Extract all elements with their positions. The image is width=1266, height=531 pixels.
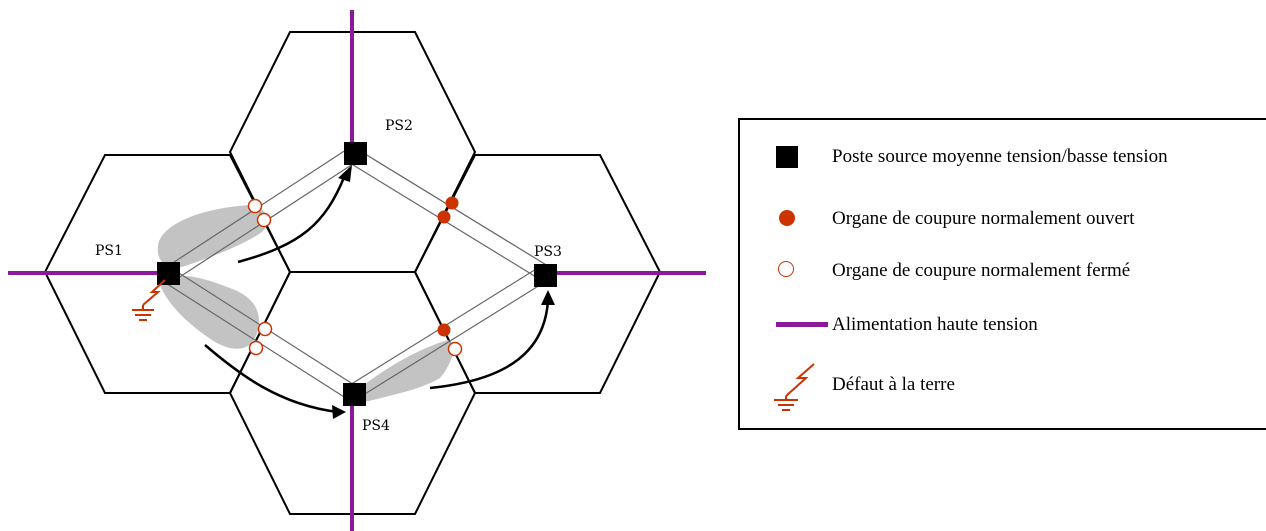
filled-red-dot-icon xyxy=(779,210,795,226)
closed-switch xyxy=(257,321,273,337)
arrow-to-ps3 xyxy=(429,299,550,390)
legend-item-closed-switch: Organe de coupure normalement fermé xyxy=(740,256,1266,286)
legend-item-station: Poste source moyenne tension/basse tensi… xyxy=(740,142,1266,172)
purple-line-icon xyxy=(776,322,828,327)
black-square-icon xyxy=(776,146,798,168)
open-switch xyxy=(445,196,459,210)
label-ps1: PS1 xyxy=(95,243,123,259)
legend-label: Organe de coupure normalement fermé xyxy=(832,260,1131,281)
transfer-arrows xyxy=(204,174,550,414)
open-red-circle-icon xyxy=(778,261,794,277)
earth-fault-icon xyxy=(132,279,166,321)
fault-zone-lower xyxy=(160,275,259,349)
station-ps1 xyxy=(157,262,180,285)
hex-cell-bottom xyxy=(228,271,477,515)
closed-switch xyxy=(256,212,272,228)
station-ps3 xyxy=(534,264,557,287)
closed-switch xyxy=(248,340,264,356)
legend: Poste source moyenne tension/basse tensi… xyxy=(738,118,1266,430)
arrow-to-ps2 xyxy=(237,174,347,264)
stations xyxy=(157,142,557,406)
label-ps4: PS4 xyxy=(362,418,390,434)
fault-zone-ps4 xyxy=(352,340,454,405)
label-ps3: PS3 xyxy=(534,244,562,260)
arrow-to-ps4 xyxy=(204,344,339,414)
legend-item-open-switch: Organe de coupure normalement ouvert xyxy=(740,204,1266,234)
legend-item-hv-feed: Alimentation haute tension xyxy=(740,310,1266,340)
closed-switch xyxy=(447,341,463,357)
hv-feed-lines xyxy=(8,10,706,531)
network-lines xyxy=(160,145,549,403)
arrow-heads xyxy=(332,165,555,419)
station-ps2 xyxy=(344,142,367,165)
earth-fault-icon xyxy=(774,363,815,411)
open-switches xyxy=(437,196,459,337)
open-switch xyxy=(437,323,451,337)
legend-label: Défaut à la terre xyxy=(832,374,955,395)
legend-label: Alimentation haute tension xyxy=(832,314,1038,335)
legend-item-earth-fault: Défaut à la terre xyxy=(740,363,1266,411)
label-ps2: PS2 xyxy=(385,118,413,134)
legend-label: Organe de coupure normalement ouvert xyxy=(832,208,1135,229)
legend-label: Poste source moyenne tension/basse tensi… xyxy=(832,146,1168,167)
station-ps4 xyxy=(343,383,366,406)
open-switch xyxy=(437,210,451,224)
fault-zones xyxy=(157,205,454,405)
closed-switches xyxy=(247,198,463,357)
closed-switch xyxy=(247,198,263,214)
